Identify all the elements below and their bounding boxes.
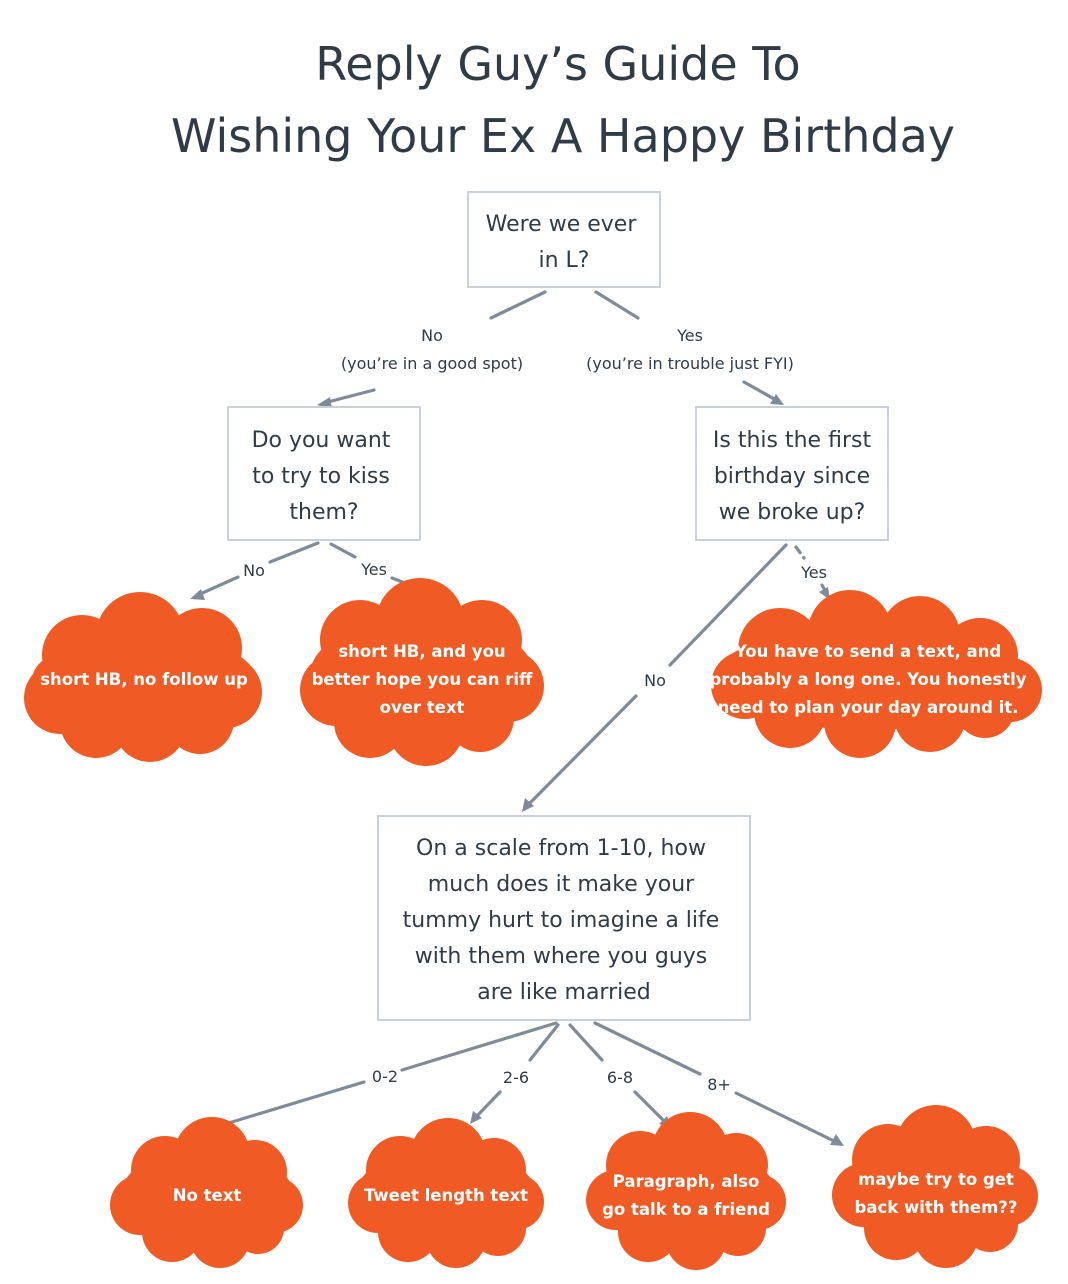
- outcome-paragraph: Paragraph, also go talk to a friend: [586, 1112, 786, 1270]
- question-line: in L?: [539, 248, 590, 273]
- outcome-text: maybe try to get: [858, 1170, 1014, 1189]
- title-line-2: Wishing Your Ex A Happy Birthday: [171, 109, 955, 163]
- edge-line: [594, 290, 640, 320]
- question-line: birthday since: [714, 464, 870, 489]
- question-line: much does it make your: [428, 872, 695, 897]
- edge-line: [528, 1023, 560, 1062]
- edge-line: [794, 545, 806, 560]
- question-line: them?: [289, 500, 358, 525]
- title-line-1: Reply Guy’s Guide To: [315, 37, 800, 91]
- edge-label: Yes: [800, 563, 827, 582]
- edge-line: [329, 542, 357, 559]
- edge-sublabel: (you’re in a good spot): [341, 354, 523, 373]
- question-line: to try to kiss: [252, 464, 390, 489]
- question-box: [227, 406, 421, 541]
- edge-sublabel: (you’re in trouble just FYI): [586, 354, 794, 373]
- edge-love-yes: Yes (you’re in trouble just FYI): [586, 290, 794, 405]
- outcome-text: go talk to a friend: [602, 1200, 770, 1219]
- edge-label: 8+: [707, 1075, 731, 1094]
- edge-line: [668, 543, 788, 667]
- edge-love-no: No (you’re in a good spot): [317, 290, 547, 409]
- question-box: [377, 815, 751, 1021]
- question-kiss: Do you want to try to kiss them?: [227, 406, 421, 541]
- edge-line: [220, 1080, 366, 1127]
- cloud-shape: [110, 1117, 303, 1268]
- cloud-shape: [348, 1118, 544, 1268]
- arrowhead: [522, 798, 534, 812]
- edge-line: [742, 380, 778, 402]
- edge-label: No: [421, 326, 443, 345]
- edge-line: [593, 1021, 702, 1076]
- edge-label: No: [243, 561, 265, 580]
- question-line: we broke up?: [719, 500, 866, 525]
- outcome-text: back with them??: [855, 1198, 1018, 1217]
- outcome-no-text: No text: [110, 1117, 303, 1268]
- question-box: [467, 191, 661, 288]
- edge-line: [633, 1090, 667, 1124]
- edge-first-yes: Yes: [794, 545, 830, 600]
- question-line: Is this the first: [713, 428, 872, 453]
- question-line: Were we ever: [486, 212, 638, 237]
- edge-scale-8-plus: 8+: [593, 1021, 844, 1146]
- question-line: On a scale from 1-10, how: [416, 836, 706, 861]
- edge-scale-6-8: 6-8: [568, 1023, 672, 1129]
- outcome-text: need to plan your day around it.: [718, 698, 1019, 717]
- cloud-shape: [711, 590, 1042, 758]
- edge-line: [474, 1090, 502, 1119]
- outcome-text: short HB, no follow up: [40, 670, 248, 689]
- arrowhead: [830, 1134, 844, 1146]
- outcome-text: No text: [173, 1186, 242, 1205]
- edge-label: 0-2: [372, 1067, 398, 1086]
- cloud-shape: [300, 578, 544, 766]
- edge-line: [526, 694, 638, 807]
- outcome-text: over text: [380, 698, 465, 717]
- edge-label: 2-6: [503, 1068, 529, 1087]
- question-line: are like married: [477, 980, 651, 1005]
- outcome-text: probably a long one. You honestly: [709, 670, 1026, 689]
- question-love: Were we ever in L?: [467, 191, 661, 288]
- arrowhead: [770, 394, 784, 405]
- edge-line: [196, 575, 240, 597]
- question-scale: On a scale from 1-10, how much does it m…: [377, 815, 751, 1021]
- arrowhead: [470, 1111, 482, 1124]
- outcome-short-no-follow-up: short HB, no follow up: [24, 592, 262, 762]
- cloud-shape: [24, 592, 262, 762]
- outcome-text: Tweet length text: [364, 1186, 528, 1205]
- edge-line: [734, 1091, 838, 1144]
- outcome-text: better hope you can riff: [312, 670, 533, 689]
- question-line: with them where you guys: [415, 944, 708, 969]
- question-box: [695, 406, 889, 541]
- question-line: tummy hurt to imagine a life: [403, 908, 720, 933]
- edge-label: Yes: [360, 560, 387, 579]
- edge-label: Yes: [676, 326, 703, 345]
- outcome-text: Paragraph, also: [613, 1172, 760, 1191]
- outcome-text: You have to send a text, and: [734, 642, 1001, 661]
- cloud-shape: [586, 1112, 786, 1270]
- outcome-short-riff: short HB, and you better hope you can ri…: [300, 578, 544, 766]
- edge-label: 6-8: [607, 1068, 633, 1087]
- edge-label: No: [644, 671, 666, 690]
- question-line: Do you want: [252, 428, 391, 453]
- edge-line: [568, 1023, 604, 1062]
- outcome-text: short HB, and you: [338, 642, 505, 661]
- edge-line: [268, 541, 320, 564]
- outcome-long-text: You have to send a text, and probably a …: [709, 590, 1042, 758]
- edge-scale-2-6: 2-6: [470, 1023, 560, 1124]
- edge-kiss-no: No: [190, 541, 320, 600]
- outcome-tweet-length: Tweet length text: [348, 1118, 544, 1268]
- question-first-birthday: Is this the first birthday since we brok…: [695, 406, 889, 541]
- edge-line: [489, 290, 547, 320]
- edge-first-no: No: [522, 543, 788, 812]
- outcome-get-back: maybe try to get back with them??: [832, 1105, 1038, 1268]
- cloud-shape: [832, 1105, 1038, 1268]
- arrowhead: [190, 589, 205, 600]
- edge-line: [400, 1021, 558, 1072]
- edge-line: [322, 388, 376, 405]
